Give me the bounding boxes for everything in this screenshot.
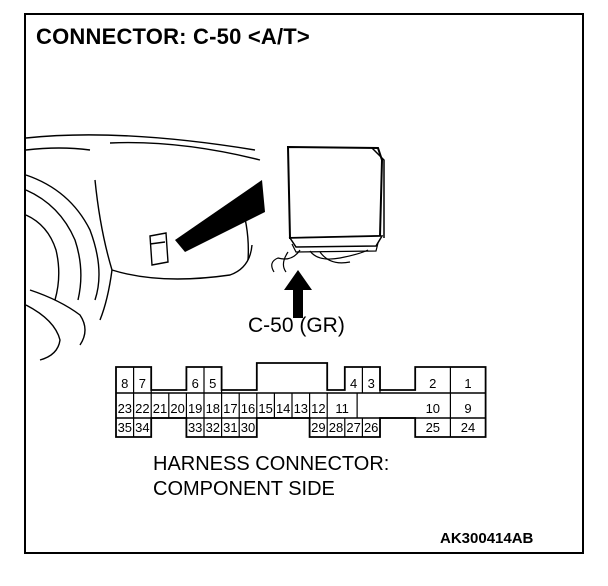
pin-number: 24 xyxy=(461,420,475,435)
pin-number: 4 xyxy=(350,376,357,391)
pin-number: 28 xyxy=(329,420,343,435)
arrow-up-icon xyxy=(284,270,312,318)
dashboard-drawing xyxy=(25,134,261,361)
pin-number: 2 xyxy=(429,376,436,391)
pin-number: 33 xyxy=(188,420,202,435)
caption-line-2: COMPONENT SIDE xyxy=(153,478,335,500)
pin-number: 18 xyxy=(206,401,220,416)
pin-number: 32 xyxy=(206,420,220,435)
pointer-wedge xyxy=(175,180,265,252)
pin-number: 26 xyxy=(364,420,378,435)
pin-number: 15 xyxy=(258,401,272,416)
connector-label: C-50 (GR) xyxy=(248,314,345,337)
pin-number: 31 xyxy=(223,420,237,435)
pin-number: 11 xyxy=(335,401,349,416)
pin-number: 9 xyxy=(464,401,471,416)
pin-number: 7 xyxy=(139,376,146,391)
connector-title: CONNECTOR: C-50 <A/T> xyxy=(36,24,310,49)
pin-number: 23 xyxy=(118,401,132,416)
pin-number: 25 xyxy=(426,420,440,435)
pin-number: 29 xyxy=(311,420,325,435)
pin-number: 30 xyxy=(241,420,255,435)
control-unit-drawing xyxy=(271,145,385,273)
pin-number: 6 xyxy=(192,376,199,391)
pin-number: 35 xyxy=(118,420,132,435)
figure-code: AK300414AB xyxy=(440,530,534,547)
pin-number: 1 xyxy=(464,376,471,391)
pin-number: 19 xyxy=(188,401,202,416)
harness-caption: HARNESS CONNECTOR: COMPONENT SIDE xyxy=(153,452,389,502)
pin-number: 14 xyxy=(276,401,290,416)
pin-number: 16 xyxy=(241,401,255,416)
pin-number: 22 xyxy=(135,401,149,416)
pin-number: 13 xyxy=(294,401,308,416)
pin-number: 3 xyxy=(368,376,375,391)
pin-number: 12 xyxy=(311,401,325,416)
pin-number: 5 xyxy=(209,376,216,391)
caption-line-1: HARNESS CONNECTOR: xyxy=(153,453,390,475)
pin-number: 27 xyxy=(346,420,360,435)
pin-number: 34 xyxy=(135,420,149,435)
pin-number: 17 xyxy=(223,401,237,416)
pin-number: 8 xyxy=(121,376,128,391)
pin-number: 10 xyxy=(426,401,440,416)
pin-number: 20 xyxy=(170,401,184,416)
pin-number: 21 xyxy=(153,401,167,416)
